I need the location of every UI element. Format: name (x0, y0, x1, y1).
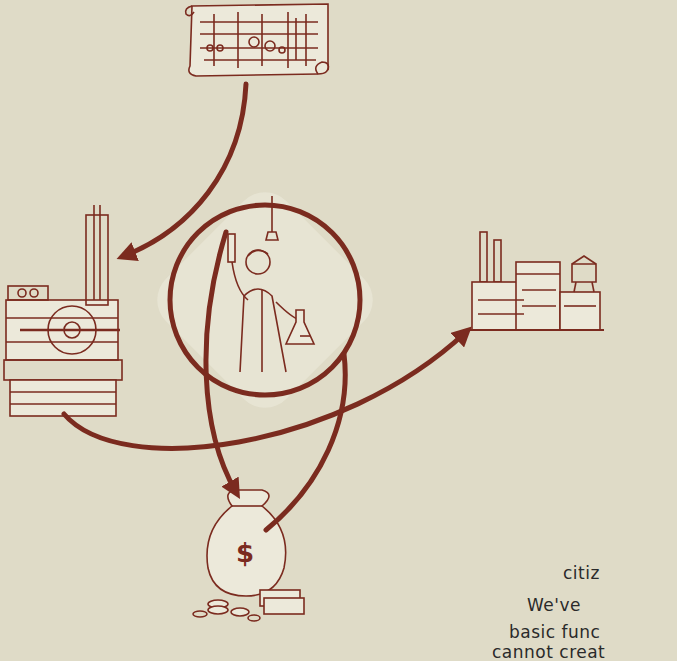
dollar-sign: $ (236, 538, 254, 568)
cycle-circle (170, 205, 360, 395)
arrow (64, 332, 466, 448)
background-diamond (145, 180, 385, 420)
text-fragment: cannot creat (492, 642, 605, 661)
arrow (206, 232, 236, 492)
factory-illustration (466, 232, 604, 330)
cycle-arrows (64, 84, 466, 530)
arrow (266, 354, 345, 530)
text-fragment: We've (527, 595, 581, 615)
text-fragment: basic func (509, 622, 600, 642)
chemist-figure (228, 196, 314, 372)
blueprint-scroll (186, 4, 329, 76)
text-fragment: citiz (563, 563, 600, 583)
machine-illustration (4, 205, 122, 416)
